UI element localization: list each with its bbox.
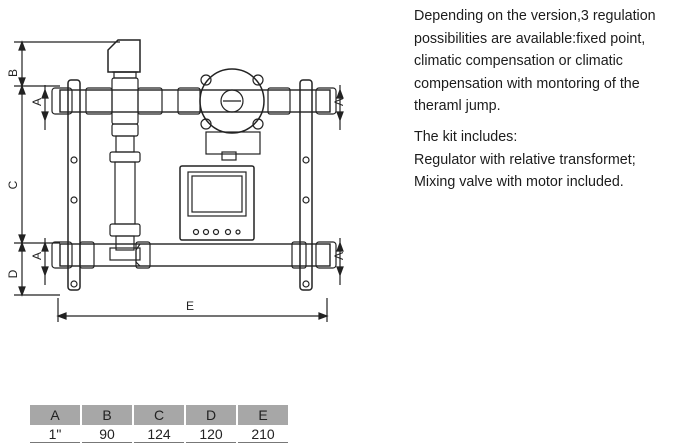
- pipe-size-a-label-bottom-left: A: [30, 252, 44, 260]
- header-d: D: [185, 405, 238, 425]
- dimension-b-label: B: [6, 69, 20, 77]
- bypass-pipe: [114, 161, 136, 225]
- mixing-valve-body: [111, 77, 139, 125]
- header-c: C: [133, 405, 186, 425]
- pipe-size-a-label-top-right: A: [332, 98, 346, 106]
- value-e: 210: [237, 425, 290, 443]
- description-regulation: Depending on the version,3 regulation po…: [414, 5, 676, 118]
- dimension-table: A B C D E 1" 90 124 120 210: [30, 405, 290, 443]
- kit-item-regulator: Regulator with relative transformet;: [414, 151, 636, 168]
- header-a: A: [30, 405, 82, 425]
- value-c: 124: [133, 425, 186, 443]
- supply-pipe: [59, 89, 331, 113]
- return-pipe: [59, 243, 331, 267]
- pipe-size-a-label-bottom-right: A: [332, 252, 346, 260]
- value-b: 90: [81, 425, 134, 443]
- dimension-c-label: C: [6, 180, 20, 189]
- dimension-d-label: D: [6, 269, 20, 278]
- kit-item-mixing-valve: Mixing valve with motor included.: [414, 174, 624, 191]
- pipe-size-a-label-top-left: A: [30, 98, 44, 106]
- value-d: 120: [185, 425, 238, 443]
- dimension-table-row: 1" 90 124 120 210: [30, 425, 290, 443]
- header-e: E: [237, 405, 290, 425]
- pump-kit-technical-drawing: B C D E A A A A: [6, 39, 346, 322]
- regulation-text: Depending on the version,3 regulation po…: [414, 8, 656, 115]
- circulation-pump: [199, 68, 265, 134]
- regulator-controller: [179, 165, 255, 241]
- dimension-e-label: E: [186, 299, 194, 313]
- right-mounting-bracket: [299, 79, 313, 291]
- valve-motor: [107, 39, 141, 73]
- dimension-table-header: A B C D E: [30, 405, 290, 425]
- value-a: 1": [30, 425, 82, 443]
- description-kit-contents: The kit includes: Regulator with relativ…: [414, 126, 676, 194]
- kit-title: The kit includes:: [414, 129, 518, 145]
- header-b: B: [81, 405, 134, 425]
- left-mounting-bracket: [67, 79, 81, 291]
